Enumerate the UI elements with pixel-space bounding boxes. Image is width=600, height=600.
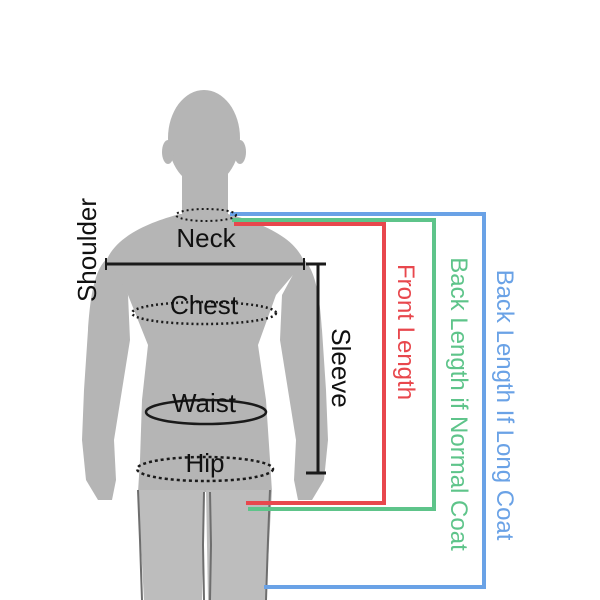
left-leg-shape — [138, 490, 204, 600]
right-ear-shape — [234, 140, 246, 164]
back-length-long-line — [230, 212, 486, 589]
sleeve-label: Sleeve — [326, 328, 356, 408]
body-silhouette — [82, 90, 328, 600]
torso-shape — [106, 214, 304, 492]
left-ear-shape — [162, 140, 174, 164]
neck-measure-ellipse — [175, 208, 237, 222]
chest-measure-ellipse — [130, 300, 278, 326]
hip-label: Hip — [185, 448, 224, 478]
back-length-normal-line — [232, 218, 436, 511]
right-arm-shape — [280, 258, 328, 500]
right-leg-inner-outline — [209, 491, 213, 600]
left-leg-inner-outline — [201, 491, 205, 600]
waist-measure-ellipse — [144, 398, 268, 426]
chest-label: Chest — [170, 290, 239, 320]
back-length-normal-label: Back Length if Normal Coat — [445, 257, 472, 551]
hip-measure-ellipse — [135, 455, 275, 483]
left-leg-outer-outline — [137, 489, 143, 600]
head-shape — [168, 90, 240, 186]
neck-label: Neck — [176, 223, 236, 253]
left-arm-shape — [82, 258, 130, 500]
shoulder-label: Shoulder — [72, 198, 102, 302]
length-measure-lines — [230, 212, 486, 589]
neck-shape — [182, 168, 228, 220]
front-length-line — [234, 222, 386, 505]
back-length-long-label: Back Length If Long Coat — [491, 270, 518, 541]
front-length-label: Front Length — [392, 264, 419, 400]
right-leg-outer-outline — [265, 489, 271, 600]
right-leg-shape — [206, 490, 272, 600]
waist-label: Waist — [172, 388, 237, 418]
